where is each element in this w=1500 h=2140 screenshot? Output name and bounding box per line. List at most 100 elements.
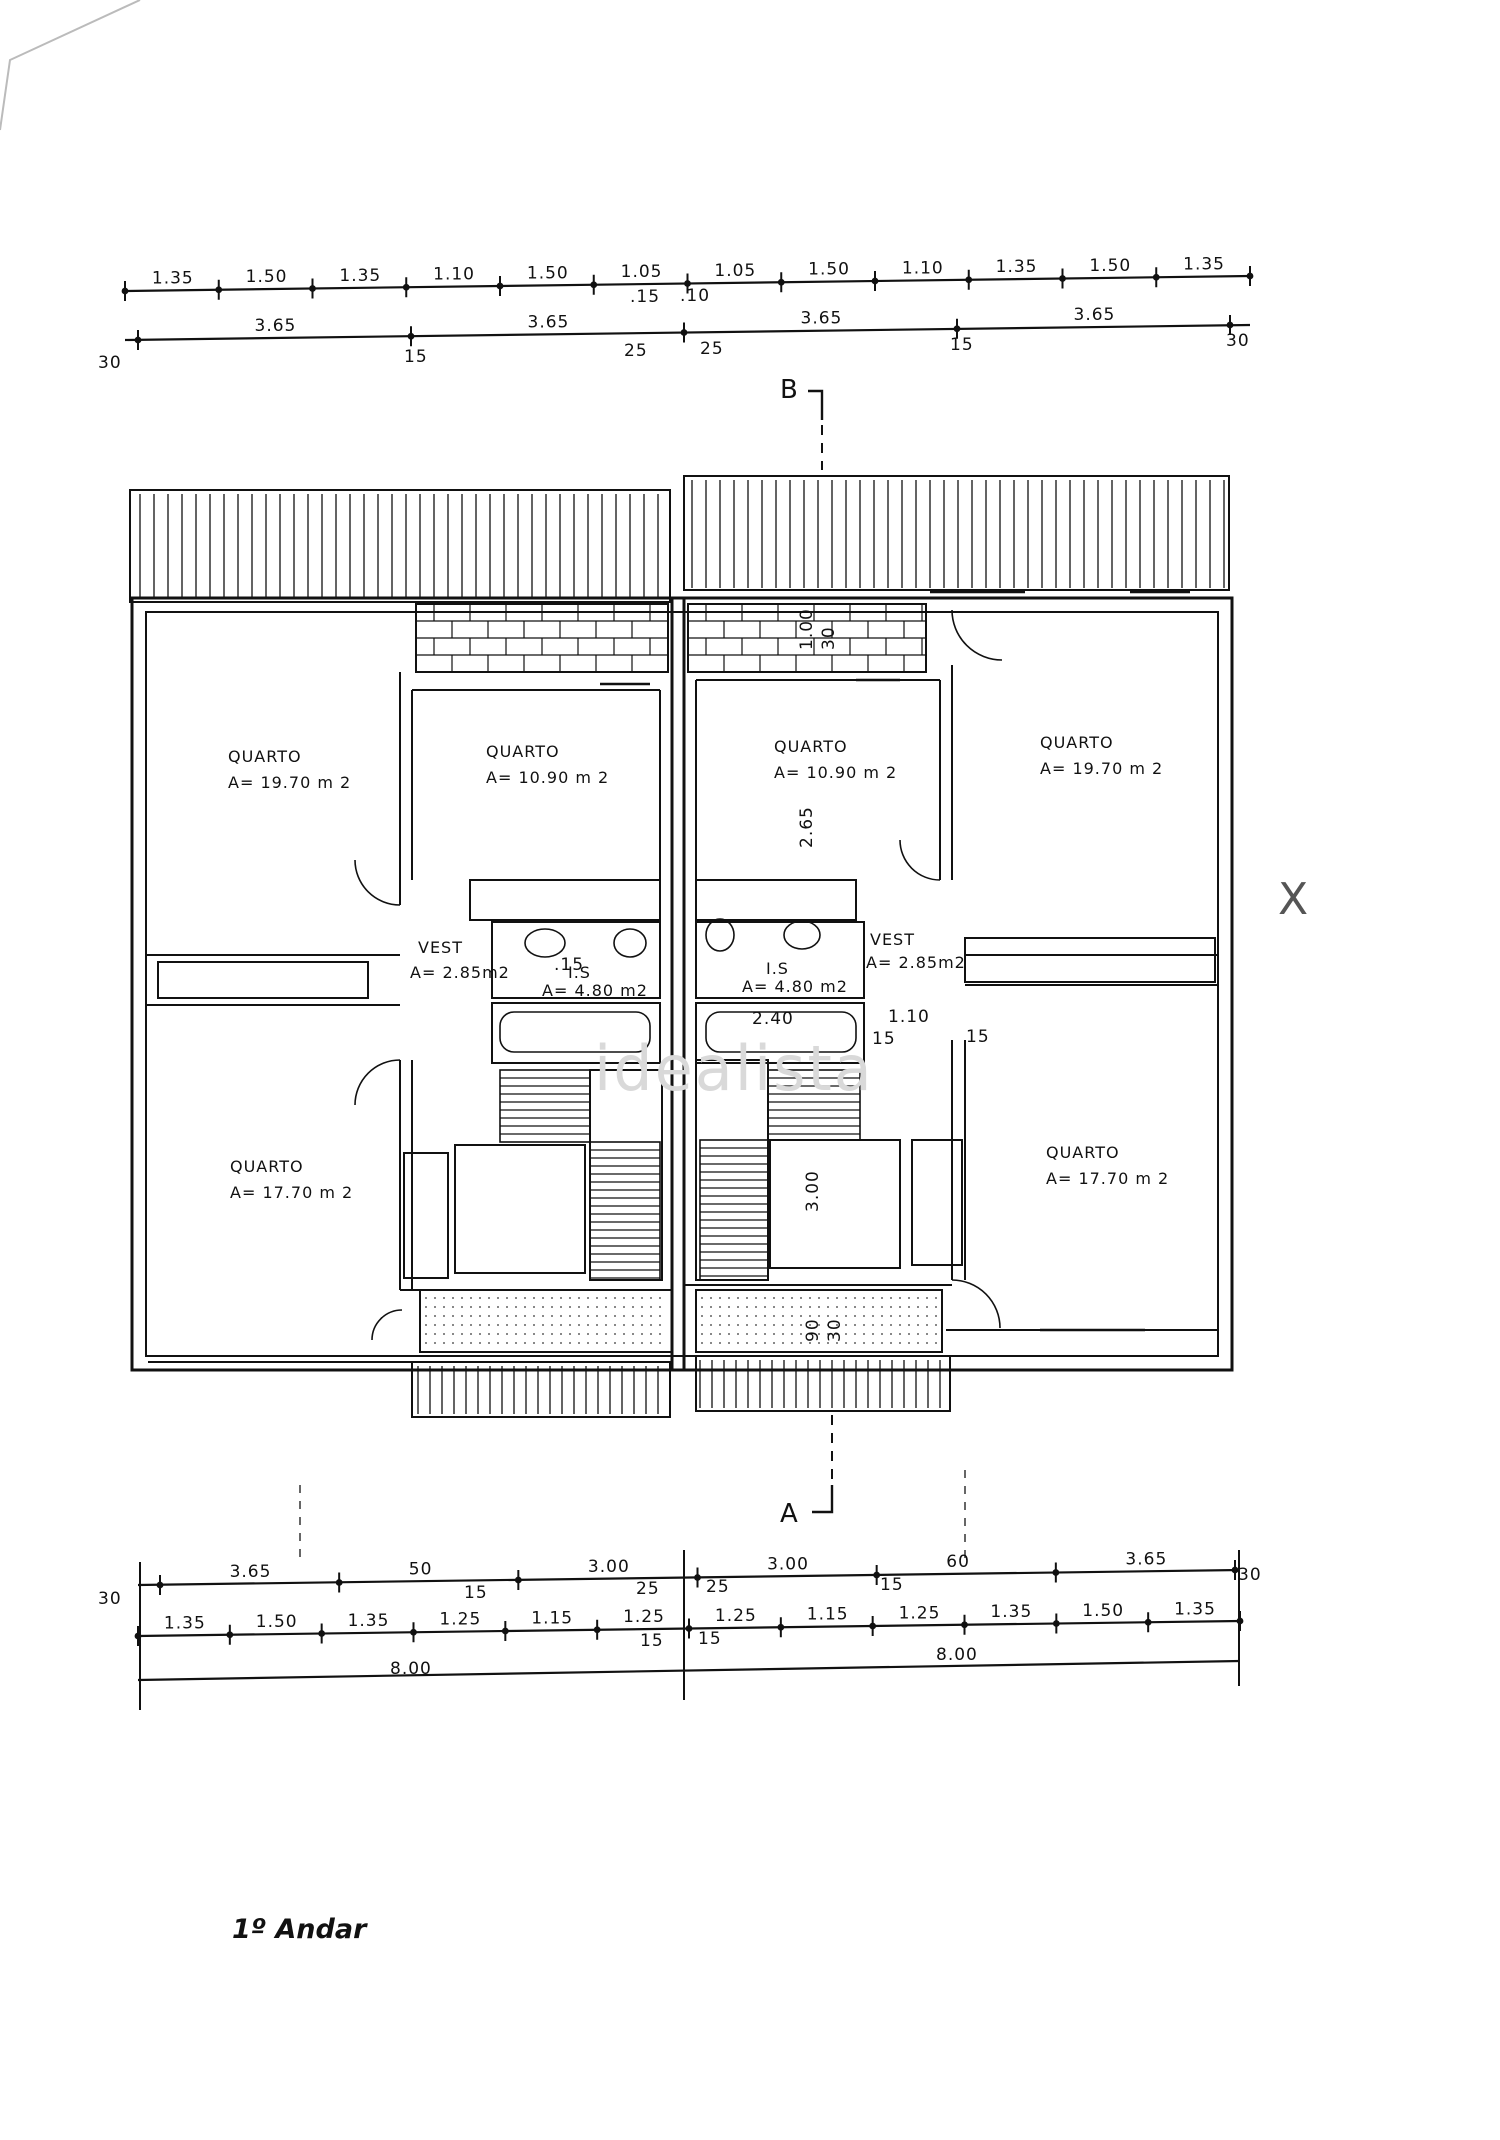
paving-dot bbox=[641, 1342, 643, 1344]
paving-dot bbox=[872, 1324, 874, 1326]
dim-30: 30 bbox=[819, 626, 839, 650]
paving-dot bbox=[596, 1297, 598, 1299]
paving-dot bbox=[782, 1324, 784, 1326]
top-dimension-value: 1.05 bbox=[714, 261, 756, 281]
paving-dot bbox=[818, 1306, 820, 1308]
paving-dot bbox=[791, 1342, 793, 1344]
paving-dot bbox=[935, 1306, 937, 1308]
svg-text:I.S: I.S bbox=[568, 963, 591, 982]
paving-dot bbox=[524, 1333, 526, 1335]
paving-dot bbox=[836, 1342, 838, 1344]
paving-dot bbox=[479, 1315, 481, 1317]
paving-dot bbox=[443, 1297, 445, 1299]
paving-dot bbox=[542, 1306, 544, 1308]
paving-dot bbox=[917, 1306, 919, 1308]
paving-dot bbox=[479, 1333, 481, 1335]
paving-dot bbox=[863, 1324, 865, 1326]
paving-dot bbox=[935, 1342, 937, 1344]
staircase-right bbox=[699, 1069, 861, 1281]
paving-dot bbox=[764, 1333, 766, 1335]
door-swings bbox=[354, 609, 1003, 1341]
paving-dot bbox=[782, 1333, 784, 1335]
paving-dot bbox=[935, 1324, 937, 1326]
paving-dot bbox=[908, 1333, 910, 1335]
paving-dot bbox=[710, 1342, 712, 1344]
bottom-dimension-value: 60 bbox=[946, 1552, 970, 1572]
paving-dot bbox=[755, 1324, 757, 1326]
bottom-dimension-value: 3.00 bbox=[588, 1557, 630, 1577]
paving-dot bbox=[605, 1315, 607, 1317]
dimension-dot bbox=[134, 336, 142, 344]
paving-dot bbox=[818, 1342, 820, 1344]
paving-dot bbox=[899, 1324, 901, 1326]
paving-dot bbox=[854, 1315, 856, 1317]
paving-dot bbox=[533, 1342, 535, 1344]
svg-text:A= 19.70 m 2: A= 19.70 m 2 bbox=[1040, 759, 1163, 778]
paving-dot bbox=[515, 1306, 517, 1308]
svg-text:A= 2.85m2: A= 2.85m2 bbox=[866, 953, 966, 972]
paving-dot bbox=[737, 1297, 739, 1299]
svg-text:A= 17.70 m 2: A= 17.70 m 2 bbox=[1046, 1169, 1169, 1188]
paving-dot bbox=[926, 1333, 928, 1335]
top-dimension-value: 3.65 bbox=[528, 312, 570, 332]
brick-strip-left bbox=[415, 603, 669, 673]
paving-dot bbox=[623, 1333, 625, 1335]
paving-dot bbox=[908, 1297, 910, 1299]
paving-dot bbox=[890, 1324, 892, 1326]
paving-dot bbox=[935, 1333, 937, 1335]
paving-dot bbox=[560, 1297, 562, 1299]
paving-dot bbox=[710, 1297, 712, 1299]
svg-text:A= 17.70 m 2: A= 17.70 m 2 bbox=[230, 1183, 353, 1202]
paving-dot bbox=[737, 1306, 739, 1308]
paving-dot bbox=[425, 1333, 427, 1335]
paving-dot bbox=[425, 1342, 427, 1344]
paving-dot bbox=[605, 1297, 607, 1299]
paving-dot bbox=[719, 1324, 721, 1326]
paving-dot bbox=[650, 1333, 652, 1335]
bottom-dim-small: 25 bbox=[706, 1577, 730, 1597]
paving-dot bbox=[506, 1306, 508, 1308]
paving-dot bbox=[551, 1297, 553, 1299]
paving-dot bbox=[614, 1306, 616, 1308]
paving-dot bbox=[755, 1306, 757, 1308]
paving-dot bbox=[746, 1324, 748, 1326]
paving-dot bbox=[632, 1342, 634, 1344]
paving-dot bbox=[728, 1324, 730, 1326]
stair-outline bbox=[767, 1069, 861, 1141]
dimension-dot bbox=[685, 1625, 693, 1632]
paving-dot bbox=[917, 1333, 919, 1335]
paving-dot bbox=[506, 1324, 508, 1326]
paving-dot bbox=[461, 1324, 463, 1326]
paving-dot bbox=[818, 1333, 820, 1335]
paving-dot bbox=[479, 1297, 481, 1299]
paving-dot bbox=[863, 1333, 865, 1335]
dimension-dot bbox=[961, 1621, 968, 1629]
paving-dot bbox=[899, 1306, 901, 1308]
paving-dot bbox=[872, 1315, 874, 1317]
paving-dot bbox=[470, 1306, 472, 1308]
bottom-dimension-value: 1.25 bbox=[899, 1603, 941, 1623]
paving-dot bbox=[926, 1297, 928, 1299]
paving-dot bbox=[479, 1342, 481, 1344]
section-mark-b: B bbox=[780, 375, 798, 405]
top-dim-right-30: 30 bbox=[1226, 331, 1250, 351]
paving-dot bbox=[650, 1297, 652, 1299]
top-dim-small: 15 bbox=[950, 335, 974, 355]
paving-dot bbox=[908, 1306, 910, 1308]
paving-dot bbox=[614, 1324, 616, 1326]
bottom-dim-small: 15 bbox=[640, 1631, 664, 1651]
top-dimension-value: 1.05 bbox=[621, 262, 663, 282]
paving-dot bbox=[578, 1297, 580, 1299]
dimension-dot bbox=[953, 325, 961, 333]
paving-dot bbox=[443, 1324, 445, 1326]
paving-dot bbox=[863, 1342, 865, 1344]
paving-dot bbox=[623, 1306, 625, 1308]
svg-text:QUARTO: QUARTO bbox=[1040, 733, 1114, 752]
dimension-dot bbox=[593, 1626, 601, 1634]
paving-dot bbox=[926, 1324, 928, 1326]
paving-dot bbox=[641, 1324, 643, 1326]
paving-dot bbox=[755, 1342, 757, 1344]
paving-dot bbox=[782, 1306, 784, 1308]
